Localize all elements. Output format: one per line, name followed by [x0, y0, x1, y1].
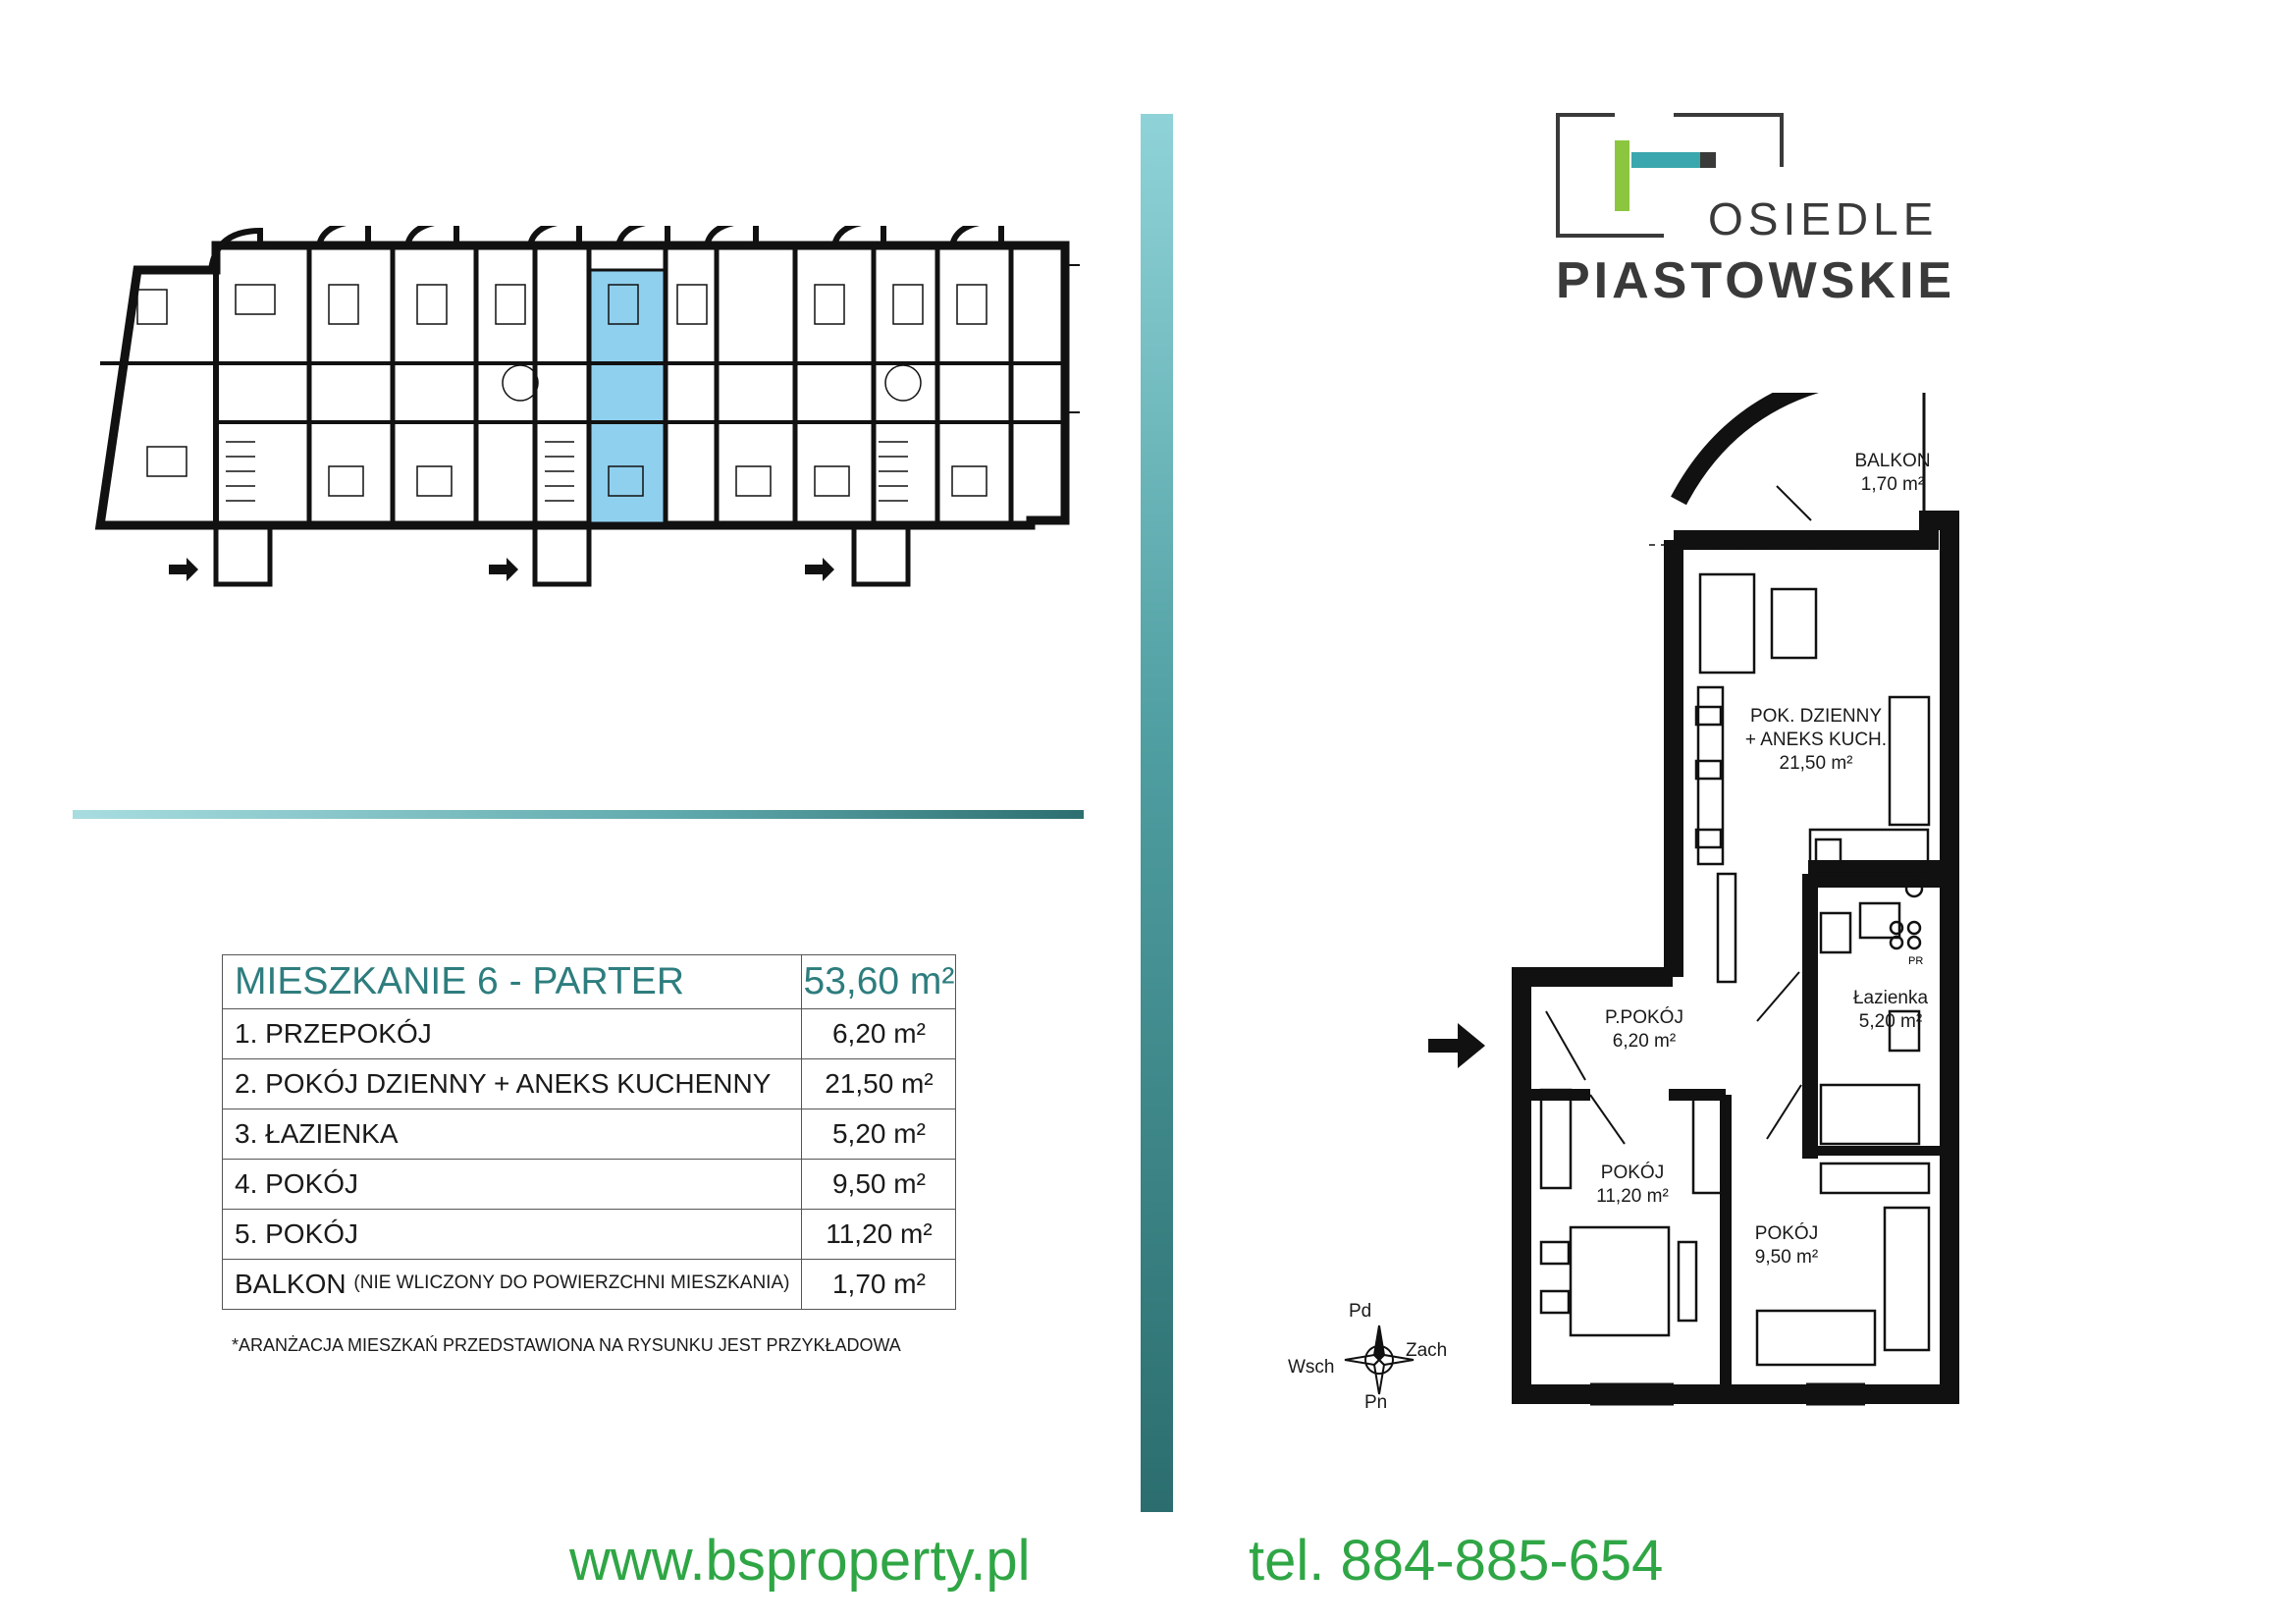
entrance-arrow-icon	[169, 558, 198, 581]
room-left: POKÓJ 11,20 m²	[1574, 1162, 1691, 1209]
room-right-name: POKÓJ	[1754, 1223, 1819, 1244]
row-value: 6,20 m²	[801, 1008, 957, 1059]
row-value: 21,50 m²	[801, 1058, 957, 1109]
row-note: (NIE WLICZONY DO POWIERZCHNI MIESZKANIA)	[353, 1272, 790, 1293]
bath-code: PR	[1908, 955, 1923, 967]
room-left-name: POKÓJ	[1600, 1163, 1665, 1183]
horizontal-divider	[73, 810, 1084, 819]
entrance-arrow-icon	[489, 558, 518, 581]
room-living-area: 21,50 m²	[1779, 753, 1853, 774]
room-right: POKÓJ 9,50 m²	[1737, 1222, 1836, 1270]
footnote: *ARANŻACJA MIESZKAŃ PRZEDSTAWIONA NA RYS…	[232, 1335, 901, 1355]
row-label: 1. PRZEPOKÓJ	[221, 1008, 803, 1059]
logo-line1: OSIEDLE	[1708, 193, 1939, 244]
room-left-area: 11,20 m²	[1596, 1186, 1669, 1207]
room-balkon-area: 1,70 m²	[1860, 474, 1925, 495]
row-label: 5. POKÓJ	[221, 1209, 803, 1260]
website-link[interactable]: www.bsproperty.pl	[569, 1529, 1031, 1593]
row-label: 4. POKÓJ	[221, 1159, 803, 1210]
room-living: POK. DZIENNY + ANEKS KUCH. 21,50 m²	[1733, 705, 1899, 776]
room-hall-name: P.POKÓJ	[1605, 1007, 1683, 1028]
compass-west: Wsch	[1288, 1357, 1335, 1378]
room-bath-area: 5,20 m²	[1858, 1011, 1923, 1032]
apartment-spec-table: MIESZKANIE 6 - PARTER 53,60 m² 1. PRZEPO…	[221, 954, 957, 1310]
room-hall: P.POKÓJ 6,20 m²	[1585, 1006, 1703, 1054]
phone-number[interactable]: tel. 884-885-654	[1249, 1529, 1664, 1593]
row-label-balkon: BALKON (NIE WLICZONY DO POWIERZCHNI MIES…	[221, 1259, 803, 1310]
entry-arrow-icon	[1428, 1023, 1485, 1068]
table-row: 4. POKÓJ 9,50 m²	[221, 1159, 957, 1210]
row-value: 9,50 m²	[801, 1159, 957, 1210]
logo-mark	[1556, 113, 1784, 238]
row-label: 3. ŁAZIENKA	[221, 1109, 803, 1160]
row-value: 1,70 m²	[801, 1259, 957, 1310]
table-header-row: MIESZKANIE 6 - PARTER 53,60 m²	[221, 954, 957, 1009]
logo-line2: PIASTOWSKIE	[1556, 252, 1956, 309]
compass-south: Pn	[1364, 1392, 1388, 1413]
entrance-arrow-icon	[805, 558, 834, 581]
apartment-title: MIESZKANIE 6 - PARTER	[221, 954, 803, 1009]
row-label: BALKON	[235, 1269, 347, 1299]
room-balkon-name: BALKON	[1854, 451, 1931, 471]
room-balkon: BALKON 1,70 m²	[1843, 450, 1942, 497]
room-right-area: 9,50 m²	[1754, 1247, 1819, 1268]
apartment-total-area: 53,60 m²	[801, 954, 957, 1009]
vertical-divider	[1141, 114, 1173, 1512]
room-living-name1: POK. DZIENNY	[1749, 706, 1883, 727]
room-bath-name: Łazienka	[1852, 988, 1929, 1008]
table-row: BALKON (NIE WLICZONY DO POWIERZCHNI MIES…	[221, 1259, 957, 1310]
apartment-floor-plan: PR	[1512, 393, 1959, 1406]
building-overview-plan	[94, 226, 1080, 587]
row-label: 2. POKÓJ DZIENNY + ANEKS KUCHENNY	[221, 1058, 803, 1109]
room-living-name2: + ANEKS KUCH.	[1744, 730, 1888, 750]
row-value: 5,20 m²	[801, 1109, 957, 1160]
compass-north: Pd	[1349, 1301, 1372, 1322]
room-bath: Łazienka 5,20 m²	[1842, 987, 1940, 1034]
row-value: 11,20 m²	[801, 1209, 957, 1260]
highlighted-apartment	[587, 268, 667, 525]
table-row: 3. ŁAZIENKA 5,20 m²	[221, 1109, 957, 1160]
table-row: 1. PRZEPOKÓJ 6,20 m²	[221, 1008, 957, 1059]
table-row: 2. POKÓJ DZIENNY + ANEKS KUCHENNY 21,50 …	[221, 1058, 957, 1109]
compass-east: Zach	[1406, 1340, 1448, 1361]
compass-rose-icon	[1344, 1325, 1415, 1395]
room-hall-area: 6,20 m²	[1612, 1031, 1677, 1052]
table-row: 5. POKÓJ 11,20 m²	[221, 1209, 957, 1260]
